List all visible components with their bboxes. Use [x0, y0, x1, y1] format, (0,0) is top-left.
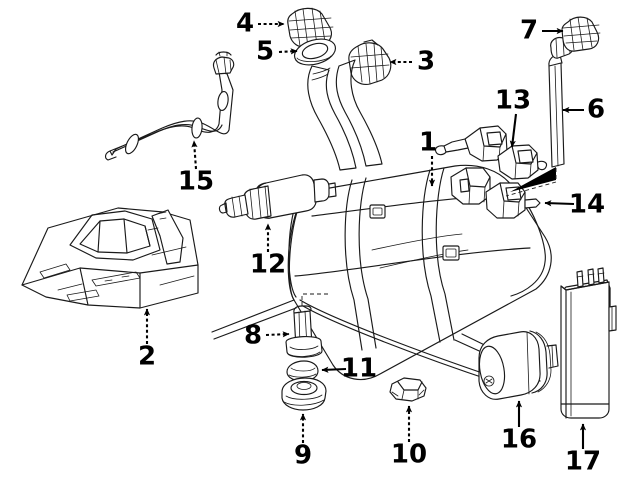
- part-filler-cap-seal-ring: [293, 38, 337, 66]
- callout-label-4: 4: [236, 9, 254, 39]
- callout-label-7: 7: [520, 16, 538, 46]
- callout-label-5: 5: [256, 37, 274, 67]
- callout-label-1: 1: [419, 128, 437, 158]
- callout-label-15: 15: [178, 167, 214, 197]
- callout-label-14: 14: [569, 190, 605, 220]
- callout-label-8: 8: [244, 321, 262, 351]
- callout-label-6: 6: [587, 95, 605, 125]
- part-fuel-filler-hose: [104, 51, 235, 161]
- part-fuel-filter: [478, 330, 559, 400]
- part-fuel-filler-cap: [287, 7, 334, 48]
- callout-label-12: 12: [250, 250, 286, 280]
- part-vent-tube-cap: [561, 16, 601, 52]
- callout-label-17: 17: [565, 447, 601, 477]
- part-strap-bracket-upper: [434, 125, 548, 180]
- part-heat-shield: [21, 207, 199, 309]
- callout-leaders: [143, 20, 587, 449]
- callout-numbers: 1 2 3 4 5 6 7 8 9 10 11 12 13 14 15 16 1…: [138, 9, 605, 477]
- part-fuel-pump: [218, 174, 337, 220]
- part-charcoal-canister: [560, 267, 617, 419]
- callout-label-13: 13: [495, 86, 531, 116]
- callout-label-3: 3: [417, 47, 435, 77]
- callout-label-2: 2: [138, 342, 156, 372]
- callout-label-9: 9: [294, 441, 312, 471]
- part-filler-neck-valve: [348, 39, 392, 86]
- callout-label-16: 16: [501, 425, 537, 455]
- part-retaining-clip: [389, 377, 427, 402]
- part-fuel-tank: [211, 164, 552, 384]
- callout-label-10: 10: [391, 440, 427, 470]
- part-filler-neck-pipe: [307, 59, 383, 171]
- part-mounting-stud-bolt: [285, 305, 323, 358]
- part-strap-bracket-lower: [450, 167, 541, 219]
- part-rubber-mount-grommet: [281, 377, 327, 411]
- callout-label-11: 11: [341, 354, 377, 384]
